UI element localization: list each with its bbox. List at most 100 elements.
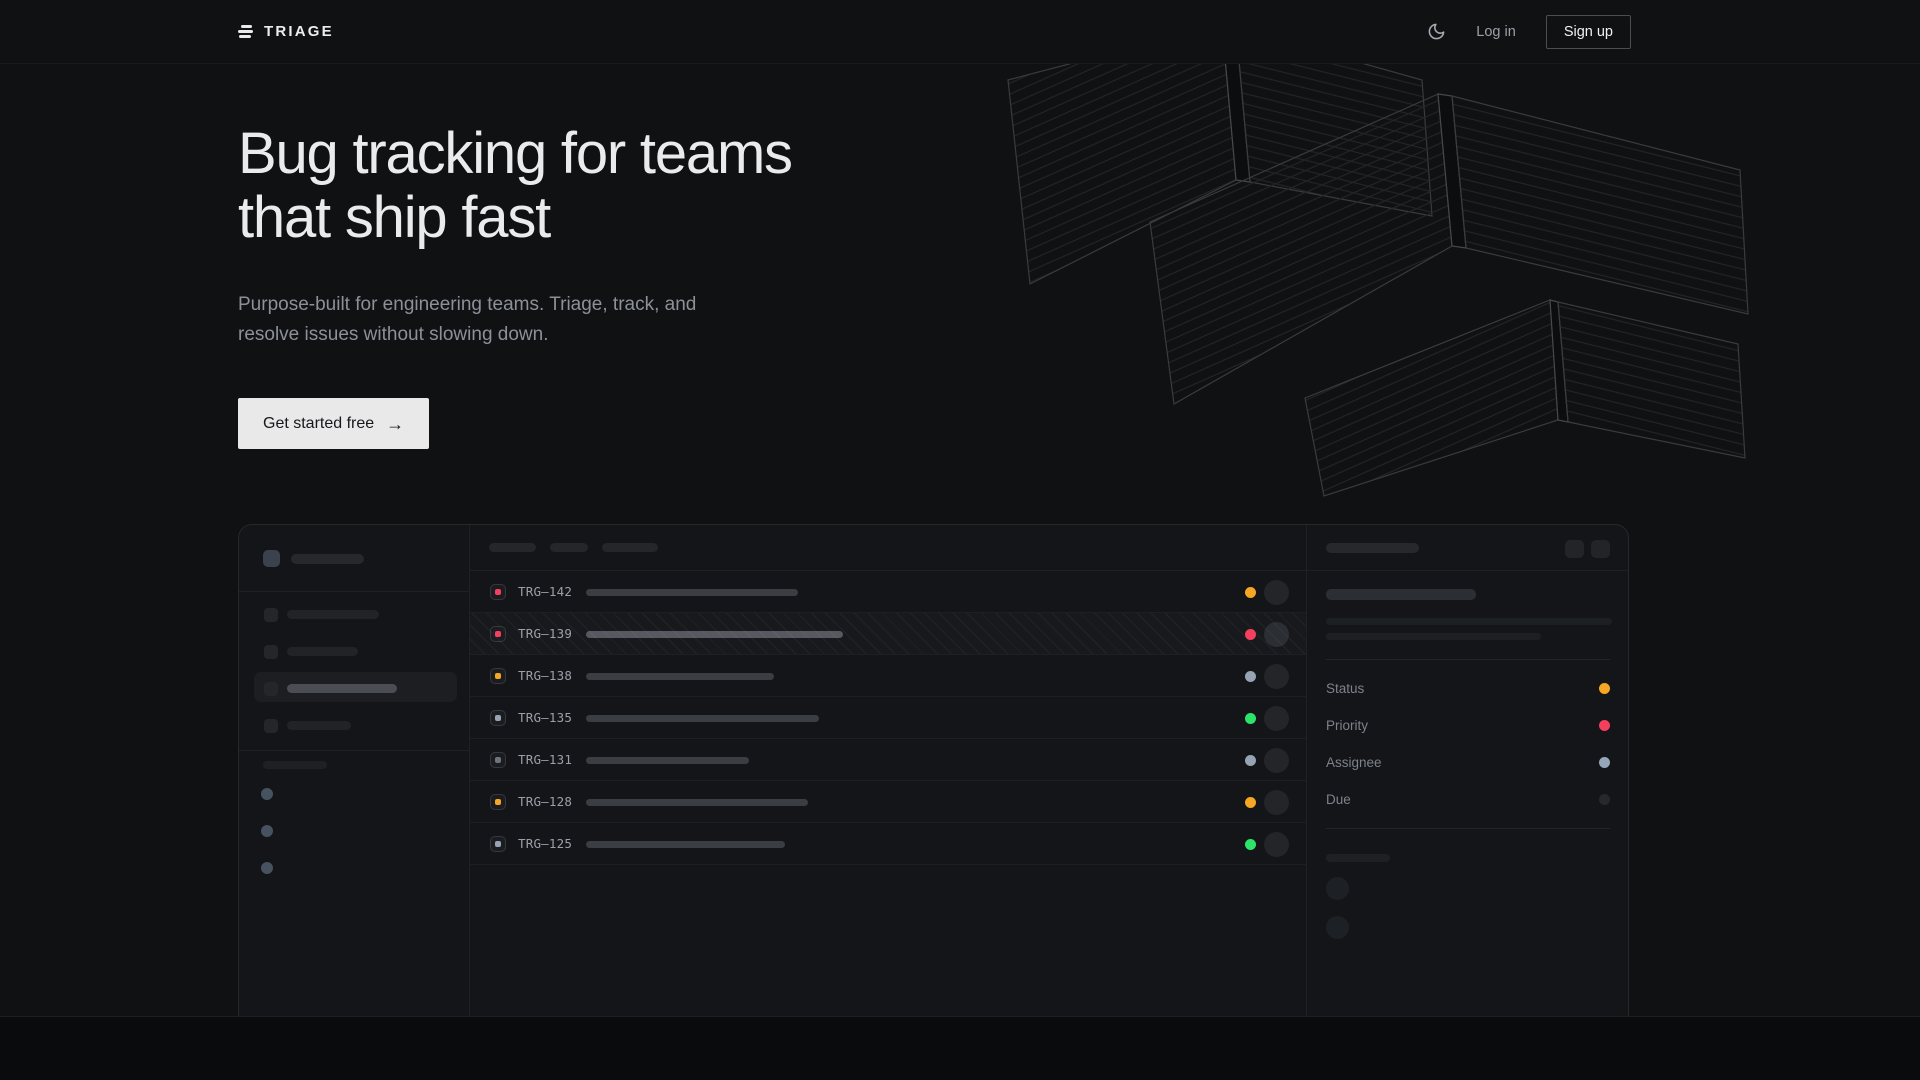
app-mockup: TRG–142 TRG–139 TRG–138 [238, 524, 1629, 1016]
sidebar-label-dot [261, 825, 273, 837]
property-row: Status [1326, 677, 1610, 699]
issue-type-icon [490, 794, 506, 810]
page-title: Bug tracking for teams that ship fast [238, 122, 792, 250]
issue-list-header [470, 525, 1306, 571]
sidebar-item-skeleton [287, 647, 358, 656]
mockup-sidebar [239, 525, 470, 1016]
property-label: Due [1326, 792, 1351, 807]
sidebar-item-icon [264, 645, 278, 659]
issue-title-skeleton [586, 757, 749, 764]
filter-pill-skeleton [602, 543, 658, 552]
issue-row-selected: TRG–139 [470, 613, 1306, 655]
sidebar-item-icon [264, 608, 278, 622]
login-link[interactable]: Log in [1476, 24, 1516, 40]
filter-pill-skeleton [489, 543, 536, 552]
issue-row: TRG–138 [470, 655, 1306, 697]
signup-button[interactable]: Sign up [1546, 15, 1631, 49]
issue-title-skeleton [586, 799, 808, 806]
status-dot [1245, 587, 1256, 598]
issue-title-skeleton [586, 841, 785, 848]
avatar [1264, 580, 1289, 605]
moon-icon [1427, 22, 1446, 41]
brand-name: TRIAGE [264, 23, 334, 40]
theme-toggle-button[interactable] [1427, 22, 1446, 41]
sidebar-item-icon [264, 682, 278, 696]
issue-title-skeleton [586, 715, 819, 722]
priority-dot [1599, 720, 1610, 731]
issue-id: TRG–142 [518, 584, 572, 599]
issue-id: TRG–139 [518, 626, 572, 641]
status-dot [1599, 683, 1610, 694]
issue-type-icon [490, 626, 506, 642]
avatar [1264, 664, 1289, 689]
detail-title-skeleton [1326, 543, 1419, 553]
issue-title-skeleton [586, 631, 843, 638]
detail-action-button [1565, 540, 1584, 558]
status-dot [1245, 671, 1256, 682]
divider [239, 591, 469, 592]
assignee-dot [1599, 757, 1610, 768]
issue-id: TRG–128 [518, 794, 572, 809]
sidebar-active-item-skeleton [287, 684, 397, 693]
status-dot [1245, 839, 1256, 850]
status-dot [1245, 797, 1256, 808]
mockup-detail-panel: Status Priority Assignee Due [1306, 525, 1628, 1016]
workspace-name-skeleton [291, 554, 364, 564]
description-skeleton [1326, 633, 1541, 640]
sidebar-label-dot [261, 862, 273, 874]
avatar [1264, 748, 1289, 773]
cta-label: Get started free [263, 415, 374, 433]
divider [1326, 828, 1610, 829]
issue-row: TRG–131 [470, 739, 1306, 781]
workspace-avatar [263, 550, 280, 567]
navbar: TRIAGE Log in Sign up [0, 0, 1920, 64]
property-row: Due [1326, 788, 1610, 810]
issue-id: TRG–135 [518, 710, 572, 725]
property-label: Assignee [1326, 755, 1382, 770]
issue-row: TRG–135 [470, 697, 1306, 739]
navbar-inner: TRIAGE Log in Sign up [238, 0, 1631, 63]
avatar [1264, 790, 1289, 815]
sidebar-item-skeleton [287, 610, 379, 619]
sidebar-item-icon [264, 719, 278, 733]
divider [239, 750, 469, 751]
issue-row: TRG–125 [470, 823, 1306, 865]
sidebar-label-dot [261, 788, 273, 800]
avatar [1264, 832, 1289, 857]
property-row: Priority [1326, 714, 1610, 736]
filter-pill-skeleton [550, 543, 588, 552]
avatar [1264, 706, 1289, 731]
issue-row: TRG–128 [470, 781, 1306, 823]
issue-title-skeleton [586, 589, 798, 596]
brand[interactable]: TRIAGE [238, 23, 334, 40]
get-started-button[interactable]: Get started free → [238, 398, 429, 449]
triage-logo-icon [238, 25, 253, 38]
detail-header [1307, 525, 1628, 571]
hero-subtitle: Purpose-built for engineering teams. Tri… [238, 290, 696, 350]
due-dot [1599, 794, 1610, 805]
issue-type-icon [490, 752, 506, 768]
avatar [1326, 877, 1349, 900]
status-dot [1245, 713, 1256, 724]
issue-id: TRG–125 [518, 836, 572, 851]
sidebar-item-skeleton [287, 721, 351, 730]
issue-id: TRG–138 [518, 668, 572, 683]
footer [0, 1016, 1920, 1080]
avatar [1264, 622, 1289, 647]
wireframe-book-c [1305, 300, 1745, 496]
property-row: Assignee [1326, 751, 1610, 773]
issue-id: TRG–131 [518, 752, 572, 767]
issue-title-skeleton [1326, 589, 1476, 600]
wireframe-decoration [950, 64, 1770, 604]
property-label: Priority [1326, 718, 1368, 733]
status-dot [1245, 629, 1256, 640]
issue-type-icon [490, 668, 506, 684]
hero-section: Bug tracking for teams that ship fast Pu… [0, 64, 1920, 1016]
status-dot [1245, 755, 1256, 766]
navbar-actions: Log in Sign up [1427, 15, 1631, 49]
description-skeleton [1326, 618, 1612, 625]
mockup-issue-list: TRG–142 TRG–139 TRG–138 [470, 525, 1306, 1016]
avatar [1326, 916, 1349, 939]
detail-action-button [1591, 540, 1610, 558]
property-label: Status [1326, 681, 1364, 696]
